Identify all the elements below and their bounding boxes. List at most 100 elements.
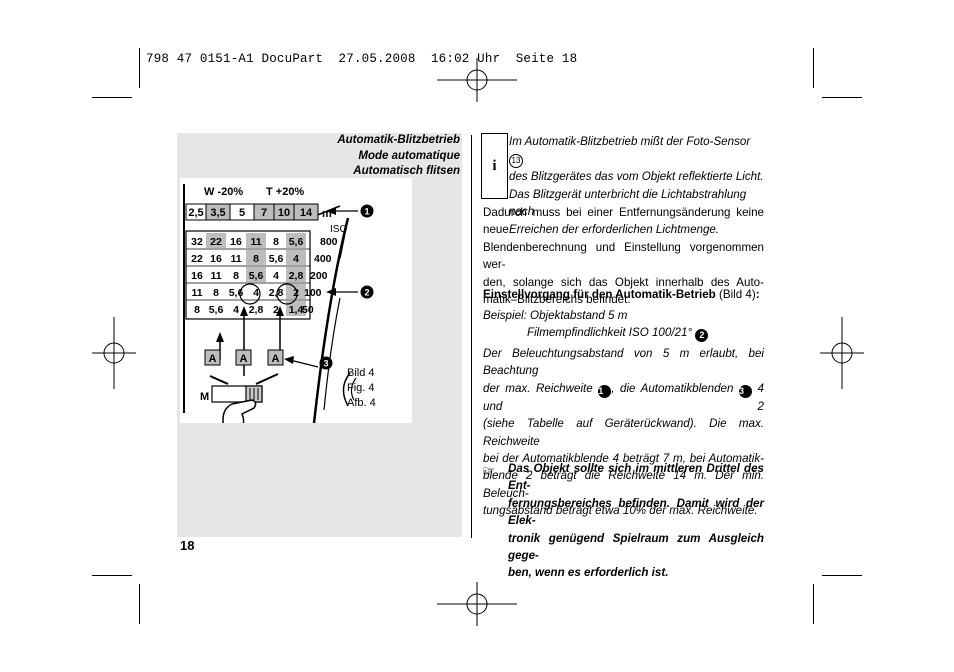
- print-header: 798 47 0151-A1 DocuPart 27.05.2008 16:02…: [146, 52, 577, 66]
- text-line: (siehe Tabelle auf Geräterückwand). Die …: [483, 417, 764, 448]
- aperture-value: 5,6: [269, 253, 284, 265]
- aperture-cell-shade: [286, 250, 306, 265]
- header-file: 798 47 0151-A1 DocuPart: [146, 52, 324, 66]
- mode-label: M: [200, 391, 209, 403]
- text-line: den, solange sich das Objekt innerhalb d…: [483, 275, 764, 289]
- auto-label-box: [235, 349, 252, 366]
- aperture-cell-shade: [286, 284, 306, 299]
- text-line: Der Beleuchtungsabstand von 5 m erlaubt,…: [483, 347, 764, 378]
- callout-2: 2: [360, 285, 374, 299]
- text-seg: 4 und 2: [483, 381, 764, 413]
- range-cell: [293, 203, 319, 221]
- range-value: 14: [300, 207, 313, 219]
- callout-3-icon: 3: [739, 384, 752, 398]
- range-value: 7: [261, 207, 267, 219]
- zoom-left-label: W -20%: [204, 186, 243, 198]
- crop-mark: [139, 48, 140, 88]
- aperture-cell-shade: [286, 233, 306, 248]
- info-icon: i: [481, 133, 508, 199]
- aperture-cell-shade: [246, 233, 266, 248]
- registration-mark-left: [92, 317, 136, 389]
- text-line: der max. Reichweite 1, die Automatikblen…: [483, 380, 764, 415]
- auto-label: A: [240, 353, 248, 365]
- auto-label: A: [209, 353, 217, 365]
- aperture-value: 5,6: [289, 236, 304, 248]
- aperture-value: 4: [233, 304, 239, 316]
- switch-guide: [209, 375, 229, 385]
- aperture-value: 16: [210, 253, 222, 265]
- aperture-value: 2,8: [269, 287, 284, 299]
- svg-text:3: 3: [323, 359, 328, 369]
- arrow-head: [276, 306, 284, 316]
- iso-value: 100: [304, 287, 322, 299]
- pointing-hand-icon: ☞: [482, 463, 496, 480]
- aperture-value: 16: [191, 270, 203, 282]
- info-line-text: Im Automatik-Blitzbetrieb mißt der Foto-…: [509, 135, 751, 148]
- zoom-right-label: T +20%: [266, 186, 304, 198]
- ref-13-icon: 13: [509, 154, 523, 169]
- aperture-value: 4: [253, 287, 259, 299]
- header-page: Seite 18: [515, 52, 578, 66]
- aperture-value: 8: [213, 287, 219, 299]
- iso-value: 50: [302, 304, 314, 316]
- aperture-value: 11: [191, 287, 202, 299]
- aperture-value: 32: [191, 236, 203, 248]
- callout-line-3: [289, 359, 319, 368]
- example-text: Filmempfindlichkeit ISO 100/21°: [527, 326, 693, 339]
- paragraph-1: Dadurch muss bei einer Entfernungsänderu…: [483, 204, 764, 308]
- aperture-value: 11: [210, 270, 221, 282]
- aperture-value: 8: [233, 270, 239, 282]
- registration-mark-top: [437, 58, 517, 102]
- column-divider: [471, 135, 472, 538]
- iso-value: 800: [320, 236, 338, 248]
- heading-nl: Automatisch flitsen: [353, 165, 460, 177]
- aperture-value: 2,8: [249, 304, 264, 316]
- arrow-head: [240, 306, 248, 316]
- callout-1: 1: [360, 204, 374, 218]
- info-line: Erreichen der erforderlichen Lichtmenge.: [509, 222, 720, 236]
- heading-2-bold: Einstellvorgang für den Automatik-Betrie…: [483, 288, 716, 301]
- crop-mark: [813, 48, 814, 88]
- heading-2-colon: :: [755, 288, 760, 301]
- range-value: 3,5: [210, 207, 225, 219]
- crop-mark: [822, 97, 862, 98]
- text-seg: der max. Reichweite: [483, 381, 593, 395]
- callout-arrow-1: [326, 207, 336, 215]
- range-unit: m: [322, 208, 332, 220]
- callout-2-icon: 2: [695, 329, 709, 342]
- svg-text:1: 1: [364, 207, 369, 217]
- info-text: Im Automatik-Blitzbetrieb mißt der Foto-…: [509, 133, 764, 238]
- text-line: Dadurch muss bei einer Entfernungsänderu…: [483, 206, 764, 237]
- text-line: Das Objekt sollte sich im mittleren Drit…: [508, 462, 764, 493]
- heading-2-ref: (Bild 4): [715, 288, 756, 301]
- example-line-2: Filmempfindlichkeit ISO 100/21° 2: [527, 324, 709, 342]
- highlight-aperture-2: [276, 283, 298, 305]
- aperture-value: 2,8: [289, 270, 304, 282]
- aperture-value: 8: [253, 253, 259, 265]
- finger-icon: [222, 399, 257, 423]
- range-value: 5: [239, 207, 245, 219]
- aperture-value: 2: [293, 287, 299, 299]
- callout-1-icon: 1: [598, 384, 612, 398]
- callout-arrow-2: [326, 288, 336, 296]
- info-line: Im Automatik-Blitzbetrieb mißt der Foto-…: [509, 133, 764, 169]
- aperture-value: 11: [230, 253, 241, 265]
- info-glyph: i: [492, 157, 497, 174]
- aperture-value: 5,6: [209, 304, 224, 316]
- info-line: Das Blitzgerät unterbricht die Lichtabst…: [509, 187, 747, 219]
- aperture-value: 8: [194, 304, 200, 316]
- text-line: tronik genügend Spielraum zum Ausgleich …: [508, 531, 764, 563]
- note-text: Das Objekt sollte sich im mittleren Drit…: [508, 460, 764, 582]
- svg-text:2: 2: [364, 288, 369, 298]
- text-line: Blendenberechnung und Einstellung vorgen…: [483, 240, 764, 272]
- crop-mark: [139, 584, 140, 624]
- aperture-value: 4: [273, 270, 279, 282]
- heading-de: Automatik-Blitzbetrieb: [337, 134, 460, 146]
- paragraph-2: Der Beleuchtungsabstand von 5 m erlaubt,…: [483, 345, 764, 520]
- registration-mark-right: [820, 317, 864, 389]
- caption-fr: Fig. 4: [347, 382, 375, 394]
